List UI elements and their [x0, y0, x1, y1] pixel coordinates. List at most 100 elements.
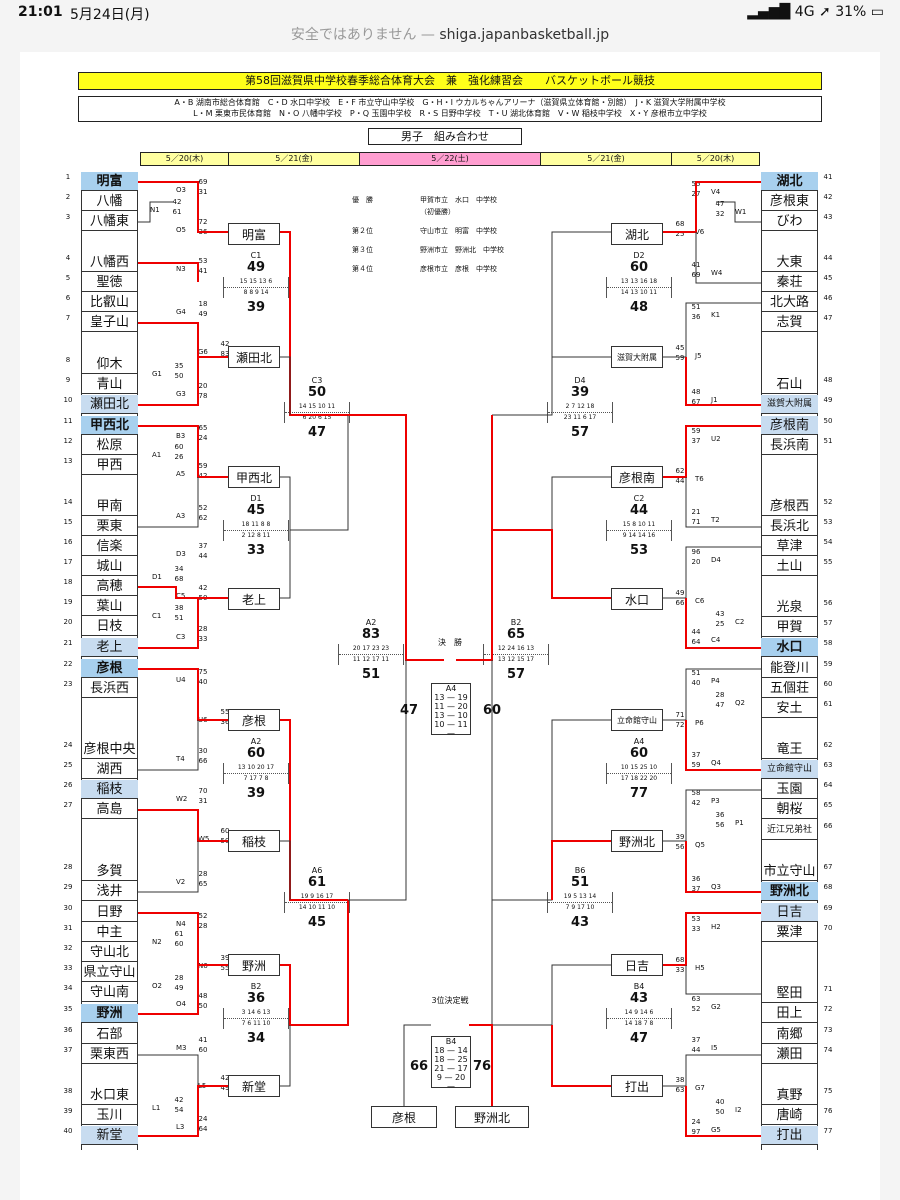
- team-name: びわ: [761, 212, 818, 231]
- team-name: 湖北: [761, 172, 818, 191]
- team2-score: 63: [675, 1086, 685, 1094]
- team1-score: 65: [198, 424, 208, 432]
- game-score-bottom: 57: [570, 425, 590, 440]
- winner-path: [280, 231, 348, 416]
- team1-score: 63: [691, 995, 701, 1003]
- team2-score: 71: [691, 518, 701, 526]
- game-code: O3: [176, 186, 186, 194]
- team-seed-number: 47: [823, 314, 833, 322]
- team-name: 光泉: [761, 598, 818, 617]
- team-seed-number: 72: [823, 1005, 833, 1013]
- team2-score: 49: [198, 310, 208, 318]
- team-seed-number: 41: [823, 173, 833, 181]
- team1-score: 68: [675, 956, 685, 964]
- game-code: M3: [176, 1044, 187, 1052]
- team-seed-number: 62: [823, 741, 833, 749]
- third-right-team: 野洲北: [455, 1106, 529, 1128]
- team2-score: 68: [174, 575, 184, 583]
- game-score-top: 83: [361, 627, 381, 642]
- team-seed-number: 42: [823, 193, 833, 201]
- team2-score: 31: [198, 797, 208, 805]
- winner-path: [685, 720, 761, 771]
- team-seed-number: 54: [823, 538, 833, 546]
- winner-path: [551, 1025, 611, 1087]
- team-seed-number: 36: [63, 1026, 73, 1034]
- loser-path: [138, 201, 174, 223]
- team1-score: 39: [675, 833, 685, 841]
- quarter-row-1: 20 17 23 23: [352, 645, 390, 652]
- team2-score: 50: [715, 1108, 725, 1116]
- team-name: 彦根東: [761, 192, 818, 211]
- quarter-row-2: 8 8 9 14: [224, 287, 288, 298]
- game-code: C3: [176, 633, 186, 641]
- standing-place: 第４位: [352, 265, 373, 273]
- game-score-top: 44: [629, 503, 649, 518]
- standing-team: 彦根市立 彦根 中学校: [420, 265, 497, 273]
- team1-score: 42: [198, 584, 208, 592]
- winner-path: [138, 586, 228, 599]
- team1-score: 28: [198, 870, 208, 878]
- game-code: B3: [176, 432, 186, 440]
- quarter-row-2: 14 10 11 10: [285, 902, 349, 913]
- team-seed-number: 51: [823, 437, 833, 445]
- team-seed-number: 73: [823, 1026, 833, 1034]
- team2-score: 55: [220, 964, 230, 972]
- team2-score: 37: [691, 885, 701, 893]
- team-name: 長浜西: [81, 679, 138, 698]
- third-q3: 21 — 17: [434, 1064, 468, 1073]
- team-seed-number: 3: [65, 213, 71, 221]
- team2-score: 72: [675, 721, 685, 729]
- team-name: 八幡東: [81, 212, 138, 231]
- team-name: 彦根中央: [81, 740, 138, 759]
- team-seed-number: 28: [63, 863, 73, 871]
- advancing-team-box: 野洲北: [611, 830, 663, 852]
- loser-path: [663, 789, 761, 842]
- team-name: 田上: [761, 1004, 818, 1023]
- venue-line-2: L・M 栗東市民体育館 N・O 八幡中学校 P・Q 玉園中学校 R・S 日野中学…: [193, 109, 707, 118]
- quarter-row-2: 2 12 8 11: [224, 530, 288, 541]
- winner-path: [685, 841, 761, 893]
- game-code: W2: [176, 795, 188, 803]
- team2-score: 51: [174, 614, 184, 622]
- game-code: A1: [152, 451, 162, 459]
- url-bar[interactable]: 安全ではありません — shiga.japanbasketball.jp: [0, 24, 900, 52]
- team-seed-number: 44: [823, 254, 833, 262]
- team1-score: 42: [174, 1096, 184, 1104]
- team-seed-number: 60: [823, 680, 833, 688]
- team-name: 玉川: [81, 1106, 138, 1125]
- team-seed-number: 14: [63, 498, 73, 506]
- game-code: T6: [695, 475, 704, 483]
- team1-score: 18: [198, 300, 208, 308]
- team-seed-number: 26: [63, 781, 73, 789]
- team2-score: 31: [198, 188, 208, 196]
- team2-score: 47: [715, 701, 725, 709]
- game-code: B2: [250, 982, 262, 991]
- team1-score: 51: [691, 303, 701, 311]
- third-score-box: B4 18 — 14 18 — 25 21 — 17 9 — 20 —: [431, 1036, 471, 1091]
- game-score-bottom: 53: [629, 543, 649, 558]
- standing-team: （初優勝）: [420, 208, 455, 216]
- team-seed-number: 59: [823, 660, 833, 668]
- date-col-5: 5／20(木): [671, 152, 760, 166]
- game-code: D2: [633, 251, 645, 260]
- game-code: P4: [711, 677, 720, 685]
- team-name: 草津: [761, 537, 818, 556]
- game-score-bottom: 39: [246, 786, 266, 801]
- tournament-title: 第58回滋賀県中学校春季総合体育大会 兼 強化練習会 バスケットボール競技: [78, 72, 822, 90]
- team-name: 湖西: [81, 760, 138, 779]
- game-code: P1: [735, 819, 744, 827]
- team2-score: 37: [691, 437, 701, 445]
- winner-path: [138, 809, 228, 842]
- winner-path: [138, 598, 199, 649]
- game-code: D4: [711, 556, 721, 564]
- final-left-score: 47: [399, 703, 419, 718]
- team1-score: 75: [198, 668, 208, 676]
- quarter-row-2: 6 20 6 15: [285, 412, 349, 423]
- team-seed-number: 37: [63, 1046, 73, 1054]
- team2-score: 64: [198, 1125, 208, 1133]
